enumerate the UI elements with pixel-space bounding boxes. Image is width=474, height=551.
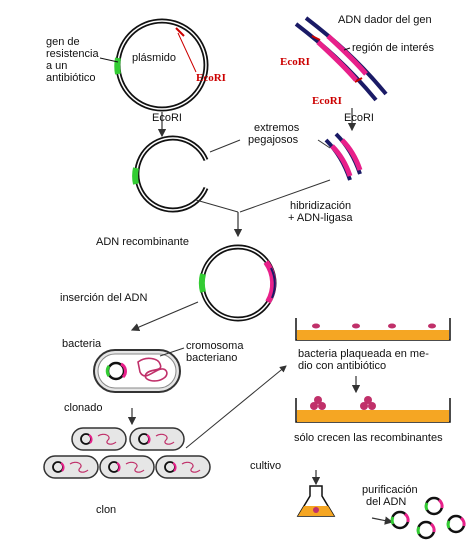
region-pointer: [343, 47, 351, 51]
purification-label-2: del ADN: [366, 496, 407, 508]
sticky-end-pointer-2: [317, 139, 331, 149]
sticky-ends-label-2: pegajosos: [248, 134, 299, 146]
culture-label: cultivo: [250, 460, 282, 472]
donor-dna-label: ADN dador del gen: [338, 14, 432, 26]
dna-insertion-label: inserción del ADN: [60, 292, 148, 304]
bacterium-label: bacteria: [62, 338, 102, 350]
hybridization-label-1: hibridización: [290, 200, 352, 212]
plated-label-1: bacteria plaqueada en me-: [298, 348, 429, 360]
resistance-gene-label-4: antibiótico: [46, 72, 96, 84]
chromosome-label-2: bacteriano: [186, 352, 238, 364]
arrow-to-plate: [185, 365, 287, 449]
chromosome-pointer: [159, 347, 185, 357]
ecori-label-donor-1: EcoRI: [280, 56, 310, 68]
ecori-cut-mark-plasmid: [175, 27, 185, 37]
clone-cells: [43, 427, 211, 479]
recombinant-plasmid: [198, 244, 277, 322]
plasmid-label: plásmido: [132, 52, 177, 64]
donor-fragment: [324, 132, 363, 181]
merge-line-left: [195, 199, 239, 213]
purified-plasmids: [390, 496, 466, 540]
arrow-insertion: [130, 301, 199, 332]
region-of-interest-label: región de interés: [352, 42, 434, 54]
sticky-end-pointer-1: [209, 139, 241, 153]
hybridization-label-2: + ADN-ligasa: [288, 212, 353, 224]
region-of-interest-segment: [316, 40, 358, 82]
agar-plate-initial: [295, 318, 451, 341]
purification-label-1: purificación: [362, 484, 418, 496]
sticky-ends-label-1: extremos: [254, 122, 300, 134]
ecori-step-label-left: EcoRI: [152, 112, 182, 124]
cloning-label: clonado: [64, 402, 103, 414]
recombinant-dna-label: ADN recombinante: [96, 236, 189, 248]
resistance-gene-pointer: [99, 57, 119, 63]
plated-label-2: dio con antibiótico: [298, 360, 387, 372]
ecori-label-plasmid: EcoRI: [196, 72, 226, 84]
resistance-gene-label-1: gen de: [46, 36, 80, 48]
bacterial-chromosome: [137, 357, 168, 382]
ecori-cut-mark-donor-2: [354, 77, 363, 83]
clone-label: clon: [96, 504, 117, 516]
ecori-step-label-right: EcoRI: [344, 112, 374, 124]
plasmid-circle: [114, 18, 209, 112]
cut-plasmid: [132, 135, 209, 213]
resistance-gene-label-2: resistencia: [46, 48, 99, 60]
agar-plate-selected: [295, 396, 451, 423]
ecori-label-donor-2: EcoRI: [312, 95, 342, 107]
chromosome-label-1: cromosoma: [186, 340, 244, 352]
resistance-gene-label-3: a un: [46, 60, 68, 72]
ecori-cut-mark-donor-1: [311, 35, 321, 41]
culture-flask: [296, 485, 336, 517]
ecori-cut-pointer-plasmid: [177, 32, 197, 73]
donor-dna: [294, 16, 388, 102]
arrow-purification: [371, 516, 394, 525]
bacterium-cell: [93, 349, 181, 393]
merge-line-right: [239, 179, 331, 213]
only-recombinant-label: sólo crecen las recombinantes: [294, 432, 443, 444]
resistance-gene-segment: [114, 57, 121, 75]
